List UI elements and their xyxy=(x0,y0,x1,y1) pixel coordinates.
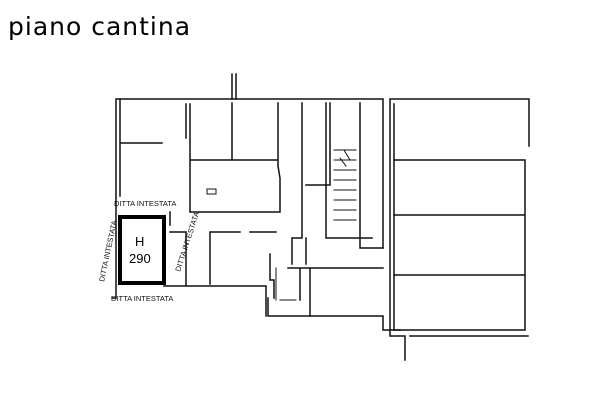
label-ditta-top: DITTA INTESTATA xyxy=(114,199,176,208)
fixture xyxy=(206,188,217,195)
stair-marker xyxy=(275,267,297,301)
top-stub-wall xyxy=(231,73,237,100)
outer-wall-left-block xyxy=(111,98,401,331)
label-ditta-right: DITTA INTESTATA xyxy=(173,211,201,273)
plan-title: piano cantina xyxy=(8,12,192,41)
garage-walls xyxy=(393,159,526,331)
unit-letter: H xyxy=(135,234,144,249)
stair-hatch xyxy=(333,149,357,221)
unit-highlight xyxy=(118,215,166,285)
outer-wall-right-block xyxy=(389,98,530,361)
unit-number: 290 xyxy=(129,251,151,266)
inner-walls xyxy=(119,98,384,317)
label-ditta-bottom: DITTA INTESTATA xyxy=(111,294,173,303)
